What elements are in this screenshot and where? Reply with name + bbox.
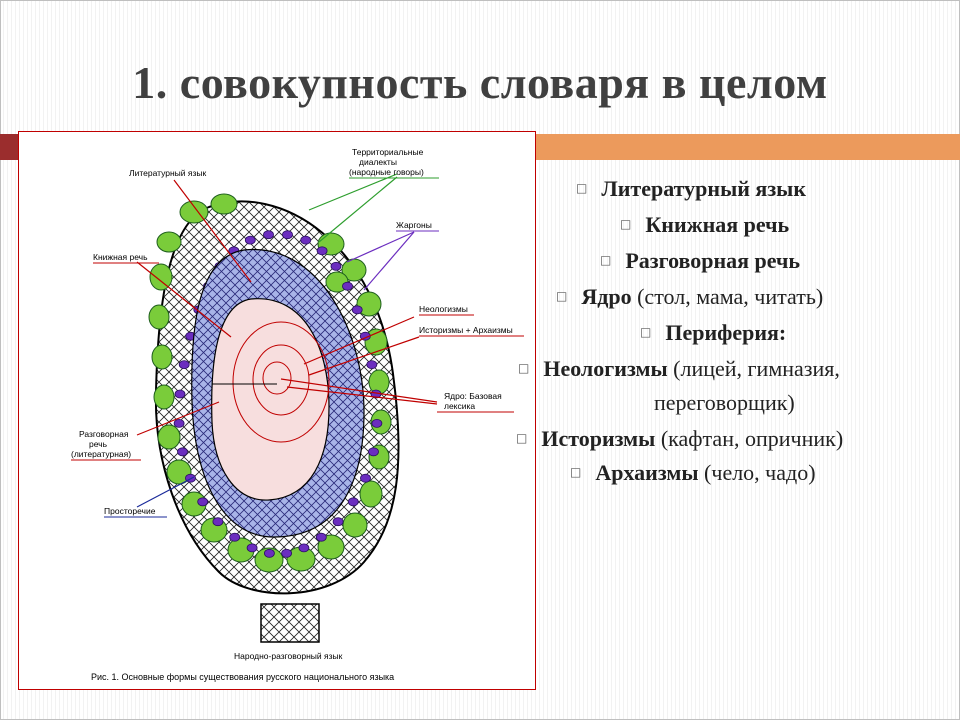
- bullet-item-continuation: переговорщик): [654, 390, 795, 415]
- label-core-2: лексика: [444, 401, 475, 411]
- jargon-dot: [300, 235, 312, 245]
- square-bullet-icon: □: [600, 253, 612, 267]
- pointer-jargon-b: [363, 231, 415, 291]
- pointer-bookish: [136, 261, 232, 338]
- core-circle-outer: [232, 321, 330, 443]
- dialect-blob: [148, 304, 170, 330]
- jargon-dot: [316, 246, 328, 256]
- bullet-item: □Литературный язык: [576, 176, 807, 201]
- pointer-vernacular: [136, 476, 195, 508]
- label-literary: Литературный язык: [129, 168, 207, 178]
- jargon-dot: [281, 548, 293, 558]
- pointer-territorial-b: [318, 176, 398, 243]
- label-colloquial-2: речь: [89, 439, 108, 449]
- dialect-blob: [151, 344, 173, 370]
- jargon-dot: [368, 447, 379, 457]
- label-colloquial-3: (литературная): [71, 449, 131, 459]
- label-territorial-2: диалекты: [359, 157, 397, 167]
- dialect-blob: [254, 547, 284, 573]
- label-neologisms: Неологизмы: [419, 304, 468, 314]
- jargon-dot: [263, 548, 275, 558]
- jargon-dot: [330, 261, 342, 271]
- square-bullet-icon: □: [640, 325, 652, 339]
- label-jargons: Жаргоны: [396, 220, 432, 230]
- dialect-blob: [179, 200, 209, 224]
- diagram-figure: Литературный язык Территориальные диалек…: [18, 131, 536, 690]
- jargon-dot: [229, 532, 241, 542]
- core-circle-inner: [262, 361, 292, 395]
- dialect-blob: [166, 459, 192, 485]
- accent-bar-right: [536, 134, 960, 160]
- legend-swatch: [260, 603, 320, 643]
- square-bullet-icon: □: [570, 465, 582, 479]
- dialect-blob: [356, 291, 382, 317]
- jargon-dot: [315, 532, 327, 542]
- square-bullet-icon: □: [516, 431, 528, 445]
- dialect-blob: [156, 231, 182, 253]
- language-forms-diagram: Литературный язык Территориальные диалек…: [71, 147, 524, 682]
- dialect-blob: [210, 193, 238, 215]
- pointer-literary: [173, 179, 252, 283]
- bullet-item: □Разговорная речь: [600, 248, 801, 273]
- label-historisms: Историзмы + Архаизмы: [419, 325, 513, 335]
- jargon-dot: [366, 360, 378, 370]
- dialect-blob: [157, 424, 181, 450]
- jargon-dot: [342, 281, 353, 291]
- bullet-item: □Периферия:: [640, 320, 787, 345]
- square-bullet-icon: □: [620, 217, 632, 231]
- jargon-dot: [177, 447, 188, 457]
- square-bullet-icon: □: [518, 361, 530, 375]
- dialect-blob: [359, 480, 383, 508]
- bullet-item: □Книжная речь: [620, 212, 790, 237]
- jargon-dot: [332, 517, 344, 527]
- bullet-item: □Архаизмы (чело, чадо): [570, 460, 816, 485]
- pointer-jargon-a: [346, 231, 415, 263]
- jargon-dot: [246, 543, 258, 553]
- jargon-dot: [347, 497, 359, 507]
- jargon-dot: [298, 543, 310, 553]
- jargon-dot: [351, 305, 363, 315]
- core-circle-middle: [252, 344, 310, 416]
- bullet-item: □Неологизмы (лицей, гимназия,: [518, 356, 840, 381]
- dialect-blob: [149, 263, 173, 291]
- jargon-dot: [178, 360, 190, 370]
- jargon-dot: [263, 230, 274, 240]
- dialect-blob: [342, 512, 368, 538]
- bullet-item: □Ядро (стол, мама, читать): [556, 284, 824, 309]
- dialect-blob: [153, 384, 175, 410]
- label-territorial-1: Территориальные: [352, 147, 424, 157]
- label-colloquial-1: Разговорная: [79, 429, 129, 439]
- pointer-territorial-a: [308, 173, 398, 211]
- jargon-dot: [212, 517, 224, 527]
- jargon-dot: [282, 230, 293, 240]
- jargon-dot: [173, 418, 185, 428]
- jargon-dot: [371, 418, 383, 428]
- pointer-historisms: [308, 336, 420, 376]
- pointer-core-b: [286, 386, 438, 405]
- figure-caption: Рис. 1. Основные формы существования рус…: [91, 672, 394, 682]
- pointer-neologisms: [303, 316, 415, 365]
- square-bullet-icon: □: [556, 289, 568, 303]
- label-bookish: Книжная речь: [93, 252, 148, 262]
- pointer-core-a: [280, 378, 438, 403]
- jargon-dot: [244, 235, 256, 245]
- pointer-colloquial: [136, 401, 220, 436]
- jargon-dot: [197, 497, 209, 507]
- dialect-blob: [317, 534, 345, 560]
- bullet-item: □Историзмы (кафтан, опричник): [516, 426, 844, 451]
- square-bullet-icon: □: [576, 181, 588, 195]
- slide-title: 1. совокупность словаря в целом: [132, 57, 828, 108]
- label-vernacular: Просторечие: [104, 506, 156, 516]
- legend-label: Народно-разговорный язык: [234, 651, 343, 661]
- label-territorial-3: (народные говоры): [349, 167, 424, 177]
- jargon-dot: [360, 473, 371, 483]
- label-core-1: Ядро: Базовая: [444, 391, 502, 401]
- jargon-dot: [174, 389, 186, 399]
